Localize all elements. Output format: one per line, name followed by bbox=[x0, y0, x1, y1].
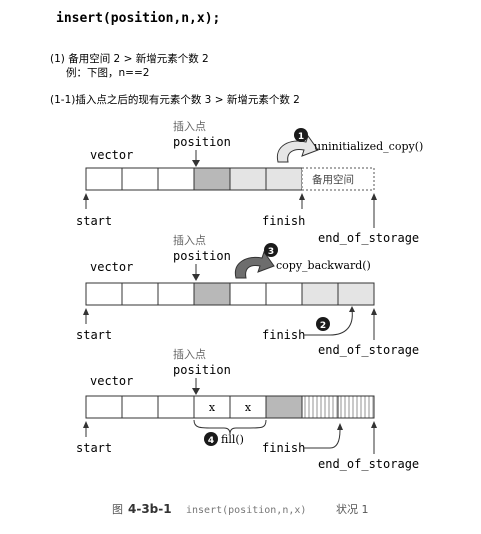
vector-label: vector bbox=[90, 374, 133, 388]
position-pointer bbox=[192, 264, 200, 281]
step-3: 3 copy_backward() bbox=[234, 243, 371, 279]
insert-point-label: 插入点 bbox=[173, 119, 206, 133]
vector-label: vector bbox=[90, 260, 133, 274]
vector-cell bbox=[157, 282, 195, 306]
finish-label: finish bbox=[262, 441, 305, 455]
figure-caption: 图 4-3b-1 insert(position,n,x) 状况 1 bbox=[112, 502, 369, 516]
finish-pointer bbox=[304, 423, 343, 449]
vector-cell bbox=[265, 282, 303, 306]
position-label: position bbox=[173, 363, 231, 377]
end-of-storage-label: end_of_storage bbox=[318, 343, 419, 357]
vector-cell bbox=[265, 395, 303, 419]
case-1-1-condition: (1-1)插入点之后的现有元素个数 3 > 新增元素个数 2 bbox=[50, 93, 300, 106]
finish-pointer bbox=[304, 309, 353, 336]
vector-label: vector bbox=[90, 148, 133, 162]
step-1: 1 uninitialized_copy() bbox=[276, 128, 423, 163]
curved-arrow-icon bbox=[234, 250, 275, 279]
vector-cell bbox=[157, 395, 195, 419]
insert-point-label: 插入点 bbox=[173, 347, 206, 361]
diagram-3: vector 插入点 position x x 4 fill() start f… bbox=[76, 347, 419, 471]
vector-cell bbox=[85, 282, 123, 306]
caption-number: 4-3b-1 bbox=[128, 502, 172, 516]
step-4: 4 fill() bbox=[193, 419, 267, 446]
case-1-example: 例：下图，n==2 bbox=[66, 66, 149, 79]
step-badge bbox=[294, 128, 308, 142]
step-number: 4 bbox=[208, 436, 214, 446]
end-of-storage-label: end_of_storage bbox=[318, 231, 419, 245]
caption-suffix: 状况 1 bbox=[336, 502, 369, 516]
end-of-storage-pointer bbox=[371, 421, 377, 454]
insert-point-label: 插入点 bbox=[173, 233, 206, 247]
vector-cell bbox=[157, 167, 195, 191]
vector-cell bbox=[85, 395, 123, 419]
finish-label: finish bbox=[262, 328, 305, 342]
position-label: position bbox=[173, 135, 231, 149]
vector-cell bbox=[337, 282, 375, 306]
cell-value: x bbox=[209, 401, 216, 414]
start-pointer bbox=[83, 193, 89, 209]
position-pointer bbox=[192, 378, 200, 395]
caption-fig: 图 bbox=[112, 503, 123, 516]
vector-cell bbox=[301, 395, 339, 419]
start-label: start bbox=[76, 214, 112, 228]
step-badge bbox=[264, 243, 278, 257]
vector-cell bbox=[337, 395, 375, 419]
vector-cell bbox=[193, 167, 231, 191]
spare-space-label: 备用空间 bbox=[312, 173, 354, 186]
end-of-storage-label: end_of_storage bbox=[318, 457, 419, 471]
vector-cell bbox=[229, 167, 267, 191]
start-pointer bbox=[83, 421, 89, 437]
case-1-condition: (1) 备用空间 2 > 新增元素个数 2 bbox=[50, 52, 209, 65]
start-pointer bbox=[83, 308, 89, 324]
vector-cell bbox=[193, 282, 231, 306]
cell-value: x bbox=[245, 401, 252, 414]
vector-cell bbox=[265, 167, 303, 191]
finish-label: finish bbox=[262, 214, 305, 228]
vector-cell bbox=[301, 282, 339, 306]
spare-space-region bbox=[301, 167, 375, 191]
start-label: start bbox=[76, 441, 112, 455]
step-2: finish 2 bbox=[262, 306, 355, 342]
end-of-storage-pointer bbox=[371, 193, 377, 228]
step-badge bbox=[316, 317, 330, 331]
curved-arrow-icon bbox=[276, 134, 319, 163]
function-signature: insert(position,n,x); bbox=[56, 11, 220, 26]
step-number: 2 bbox=[320, 321, 326, 331]
step-number: 3 bbox=[268, 247, 274, 257]
step-number: 1 bbox=[298, 132, 304, 142]
diagram-1: vector 插入点 position 备用空间 1 uninitialized… bbox=[76, 119, 423, 245]
finish-pointer bbox=[299, 193, 305, 209]
step-text: copy_backward() bbox=[276, 259, 371, 272]
position-label: position bbox=[173, 249, 231, 263]
vector-cell bbox=[121, 282, 159, 306]
start-label: start bbox=[76, 328, 112, 342]
vector-cell bbox=[121, 395, 159, 419]
vector-cell bbox=[229, 282, 267, 306]
end-of-storage-pointer bbox=[371, 308, 377, 340]
diagram-2: vector 插入点 position 3 copy_backward() st… bbox=[76, 233, 419, 357]
vector-cell bbox=[85, 167, 123, 191]
fill-brace bbox=[193, 419, 267, 435]
step-text: uninitialized_copy() bbox=[314, 140, 423, 153]
step-text: fill() bbox=[221, 433, 244, 446]
caption-code: insert(position,n,x) bbox=[186, 505, 306, 516]
step-badge bbox=[204, 432, 218, 446]
vector-cell bbox=[121, 167, 159, 191]
position-pointer bbox=[192, 150, 200, 167]
